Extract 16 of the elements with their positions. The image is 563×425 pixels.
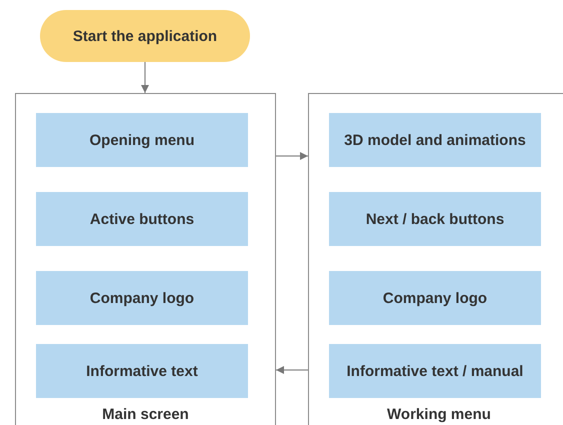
process-box: Opening menu xyxy=(36,113,248,167)
process-box: Company logo xyxy=(329,271,541,325)
process-box: Next / back buttons xyxy=(329,192,541,246)
process-box: Active buttons xyxy=(36,192,248,246)
frame-title: Working menu xyxy=(386,406,492,423)
screen-frame xyxy=(308,93,563,425)
start-terminal: Start the application xyxy=(40,10,250,62)
process-box: 3D model and animations xyxy=(329,113,541,167)
process-box: Company logo xyxy=(36,271,248,325)
arrow xyxy=(276,366,308,374)
frame-title: Main screen xyxy=(101,406,190,423)
process-box: Informative text xyxy=(36,344,248,398)
screen-frame xyxy=(15,93,276,425)
process-box: Informative text / manual xyxy=(329,344,541,398)
arrow xyxy=(141,62,149,94)
arrow xyxy=(276,152,308,160)
